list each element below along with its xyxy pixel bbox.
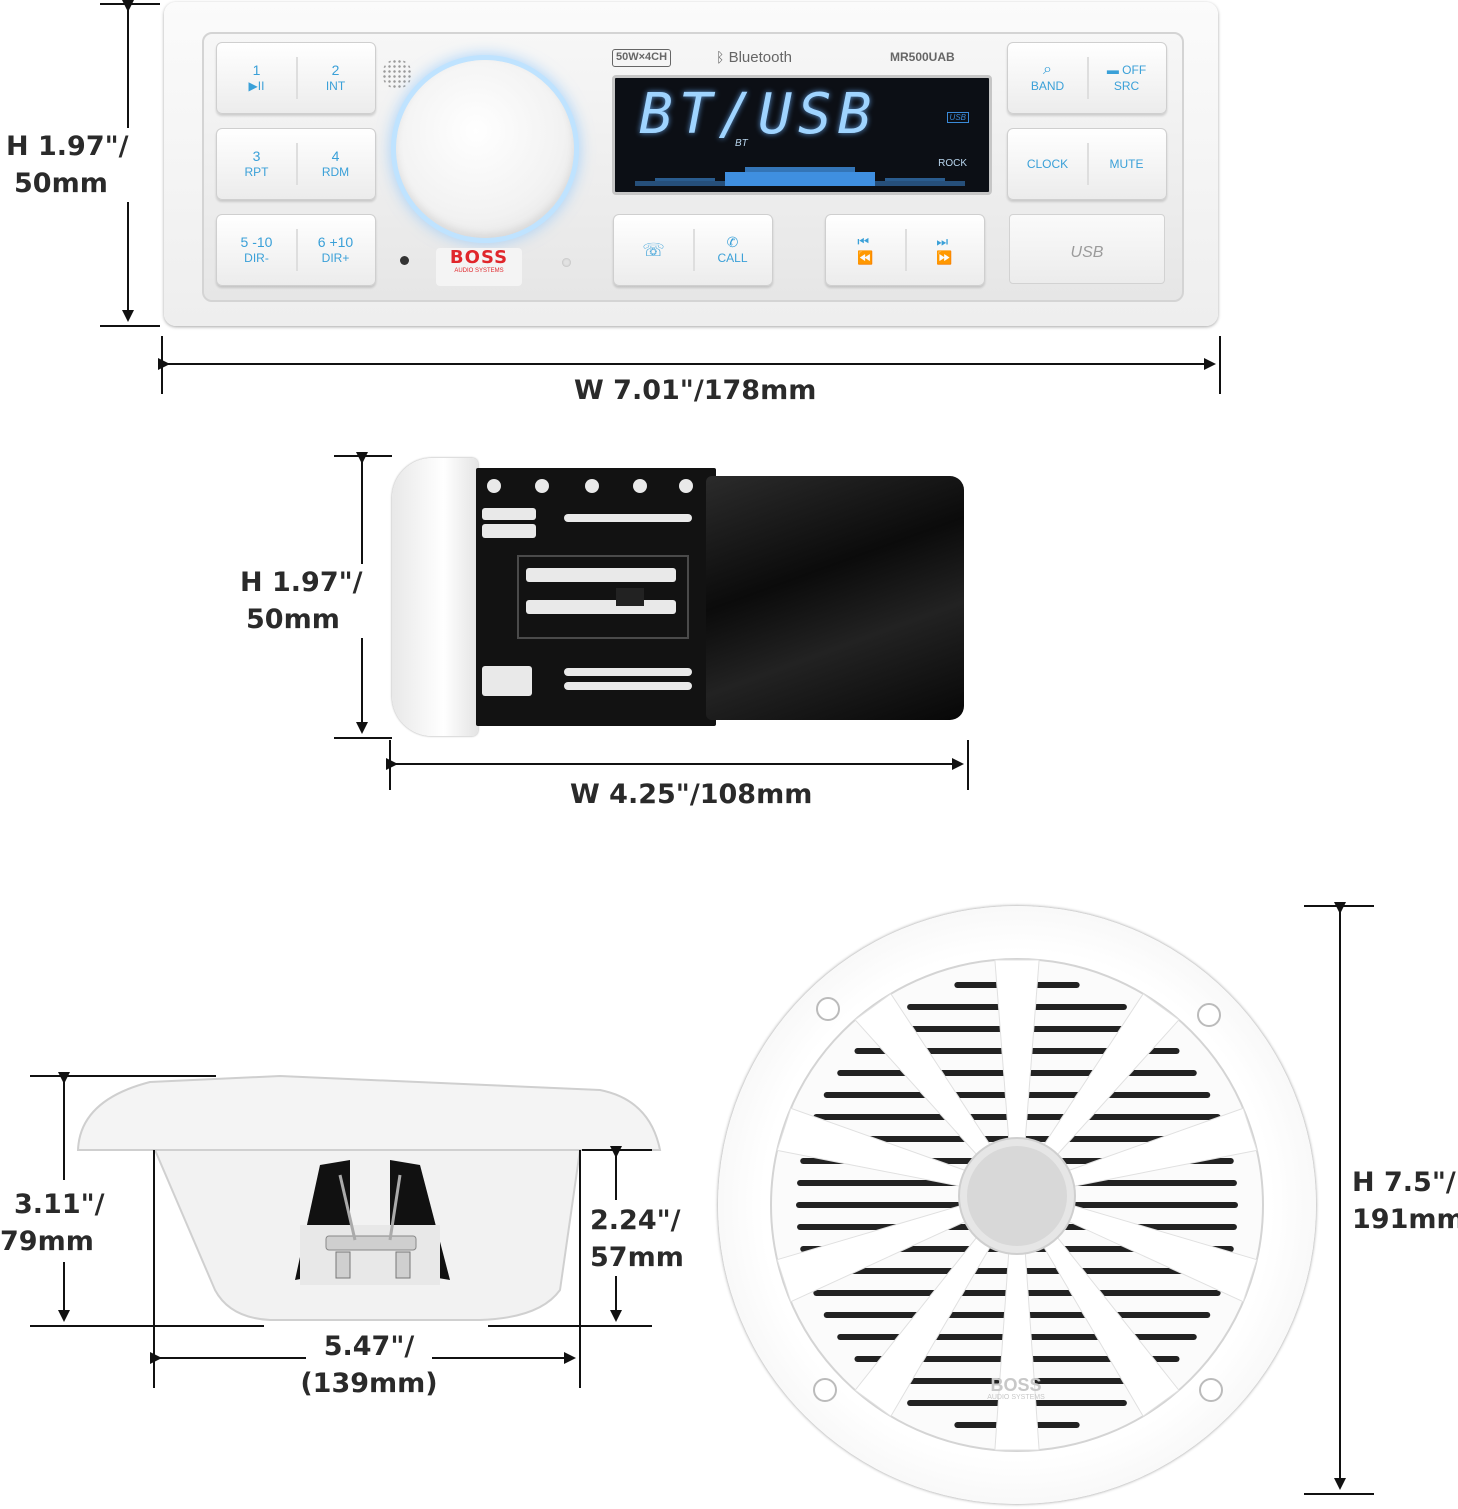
chassis-width-label: W 4.25"/108mm [570,779,813,810]
next-track-button[interactable]: ⏭⏩ [905,215,984,285]
skip-back-icon: ⏮⏪ [857,234,874,265]
speaker-face-height-label: H 7.5"/ 191mm [1352,1164,1458,1238]
speaker-diameter-label: 5.47"/ (139mm) [300,1331,438,1399]
preset-button-4[interactable]: 4 RDM [321,148,350,179]
preset-button-2[interactable]: 2 INT [325,62,346,93]
speaker-boss-logo: BOSS AUDIO SYSTEMS [987,1375,1045,1401]
band-button[interactable]: ⌕ BAND [1030,61,1065,94]
play-pause-icon: ▶II [248,79,265,93]
display-usb-indicator: USB [946,112,969,123]
microphone-grille [382,59,412,89]
button-separator [1087,143,1089,185]
speaker-grille-face: BOSS AUDIO SYSTEMS [718,906,1316,1504]
button-separator [1087,57,1089,99]
skip-forward-icon: ⏭⏩ [936,234,953,265]
mounting-sleeve [706,476,964,720]
previous-track-button[interactable]: ⏮⏪ [826,215,905,285]
preset-button-1[interactable]: 1 ▶II [248,62,265,93]
voice-call-button[interactable]: ☏ ✆ CALL [613,214,773,286]
chassis-height-label: H 1.97"/ 50mm [240,564,363,638]
preset-button-3-4[interactable]: 3 RPT 4 RDM [216,128,376,200]
phone-icon: ✆ [726,234,739,250]
speaker-depth-label: 2.24"/ 57mm [590,1205,684,1273]
preset-button-1-2[interactable]: 1 ▶II 2 INT [216,42,376,114]
radio-width-label: W 7.01"/178mm [574,375,817,406]
preset-button-6[interactable]: 6 +10 DIR+ [317,234,354,265]
display-eq-mode: ROCK [938,158,967,169]
button-separator [905,229,907,271]
display-bt-indicator: BT [735,138,748,149]
src-button[interactable]: ▬ OFF SRC [1106,63,1147,93]
preset-button-5-6[interactable]: 5 -10 DIR- 6 +10 DIR+ [216,214,376,286]
usb-port-cover[interactable]: USB [1009,214,1165,284]
status-led [400,256,409,265]
boss-logo: BOSS AUDIO SYSTEMS [436,248,522,286]
equalizer-bars [635,167,965,186]
speaker-total-height-label: 3.11"/ 79mm [0,1189,105,1257]
mute-button[interactable]: MUTE [1109,157,1144,171]
voice-assistant-button[interactable]: ☏ [614,215,693,285]
bluetooth-label: ᛒ Bluetooth [716,49,792,66]
call-button[interactable]: ✆ CALL [717,234,748,265]
band-src-button[interactable]: ⌕ BAND ▬ OFF SRC [1007,42,1167,114]
radio-height-label: H 1.97"/ 50mm [6,128,129,202]
volume-knob[interactable] [396,60,574,238]
voice-assistant-icon: ☏ [642,240,665,260]
clock-mute-button[interactable]: CLOCK MUTE [1007,128,1167,200]
ir-sensor [562,258,571,267]
preset-button-3[interactable]: 3 RPT [244,148,269,179]
lcd-display: BT/USB BT USB ROCK [612,75,992,195]
model-label: MR500UAB [890,50,955,64]
chassis-detail [482,479,693,696]
track-skip-button[interactable]: ⏮⏪ ⏭⏩ [825,214,985,286]
display-source-text: BT/USB [639,82,878,147]
button-separator [296,143,298,185]
chassis-bezel-side [392,458,478,736]
speaker-grille [770,958,1264,1452]
clock-button[interactable]: CLOCK [1026,157,1069,171]
power-badge: 50W×4CH [612,49,672,67]
radio-front-panel: 1 ▶II 2 INT 3 RPT 4 RDM 5 -10 DIR- 6 +10… [164,2,1218,326]
bluetooth-icon: ᛒ [716,49,725,65]
button-separator [296,229,298,271]
preset-button-5[interactable]: 5 -10 DIR- [240,234,273,265]
metal-chassis [476,468,716,726]
button-separator [296,57,298,99]
button-separator [693,229,695,271]
search-icon: ⌕ [1043,61,1052,78]
